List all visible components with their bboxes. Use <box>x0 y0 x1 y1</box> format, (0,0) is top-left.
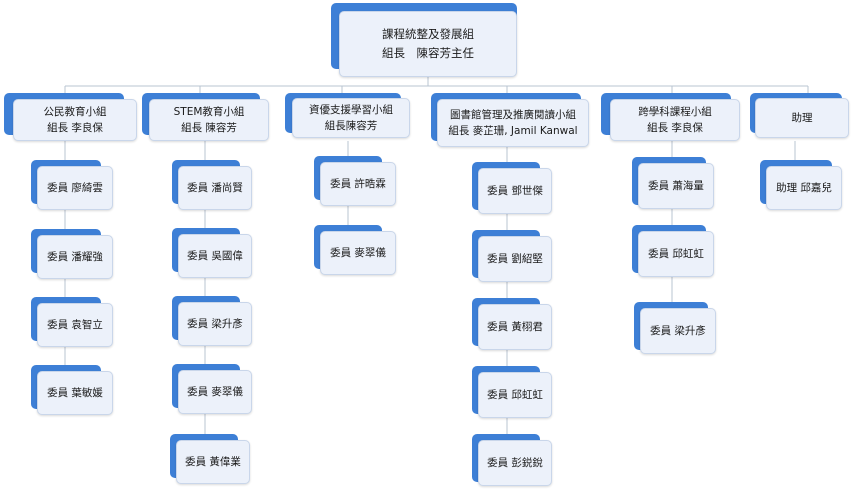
member-label: 委員 梁升彥 <box>187 317 243 330</box>
member-label: 委員 蕭海量 <box>648 179 704 192</box>
member-label: 委員 彭鋭銳 <box>487 456 543 469</box>
member-label: 委員 吳國偉 <box>187 249 243 262</box>
group-title: 助理 <box>791 112 813 124</box>
member-label: 委員 潘尚賢 <box>187 181 243 194</box>
root-title: 課程統整及發展組 <box>382 27 474 41</box>
member-label: 委員 葉敏媛 <box>47 386 103 399</box>
group-title: 資優支援學習小組 <box>309 104 393 116</box>
group-title: 公民教育小組 <box>43 106 107 118</box>
group-leader: 組長 麥芷珊, Jamil Kanwal <box>448 125 578 137</box>
member-label: 委員 廖綺雲 <box>47 181 103 194</box>
group-title: STEM教育小組 <box>173 106 245 118</box>
group-leader: 組長 李良保 <box>647 122 703 134</box>
member-label: 委員 許晧霖 <box>330 177 386 190</box>
member-label: 助理 邱嘉兒 <box>776 181 832 194</box>
group-leader: 組長陳容芳 <box>324 120 378 132</box>
group-leader: 組長 李良保 <box>47 122 103 134</box>
member-label: 委員 邱虹虹 <box>648 247 704 260</box>
member-label: 委員 黃栩君 <box>487 320 543 333</box>
member-label: 委員 劉紹堅 <box>487 252 543 265</box>
member-label: 委員 梁升彥 <box>650 324 706 337</box>
member-label: 委員 麥翠儀 <box>330 246 386 259</box>
group-title: 圖書館管理及推廣閱讀小組 <box>450 109 576 121</box>
member-label: 委員 邱虹虹 <box>487 388 543 401</box>
member-label: 委員 麥翠儀 <box>187 385 243 398</box>
member-label: 委員 潘耀強 <box>47 250 103 263</box>
member-label: 委員 黃偉業 <box>185 455 241 468</box>
root-leader: 組長 陳容芳主任 <box>382 46 474 60</box>
group-title: 跨學科課程小組 <box>638 106 712 118</box>
member-label: 委員 鄧世傑 <box>487 184 543 197</box>
group-leader: 組長 陳容芳 <box>181 122 237 134</box>
member-label: 委員 袁智立 <box>47 318 103 331</box>
